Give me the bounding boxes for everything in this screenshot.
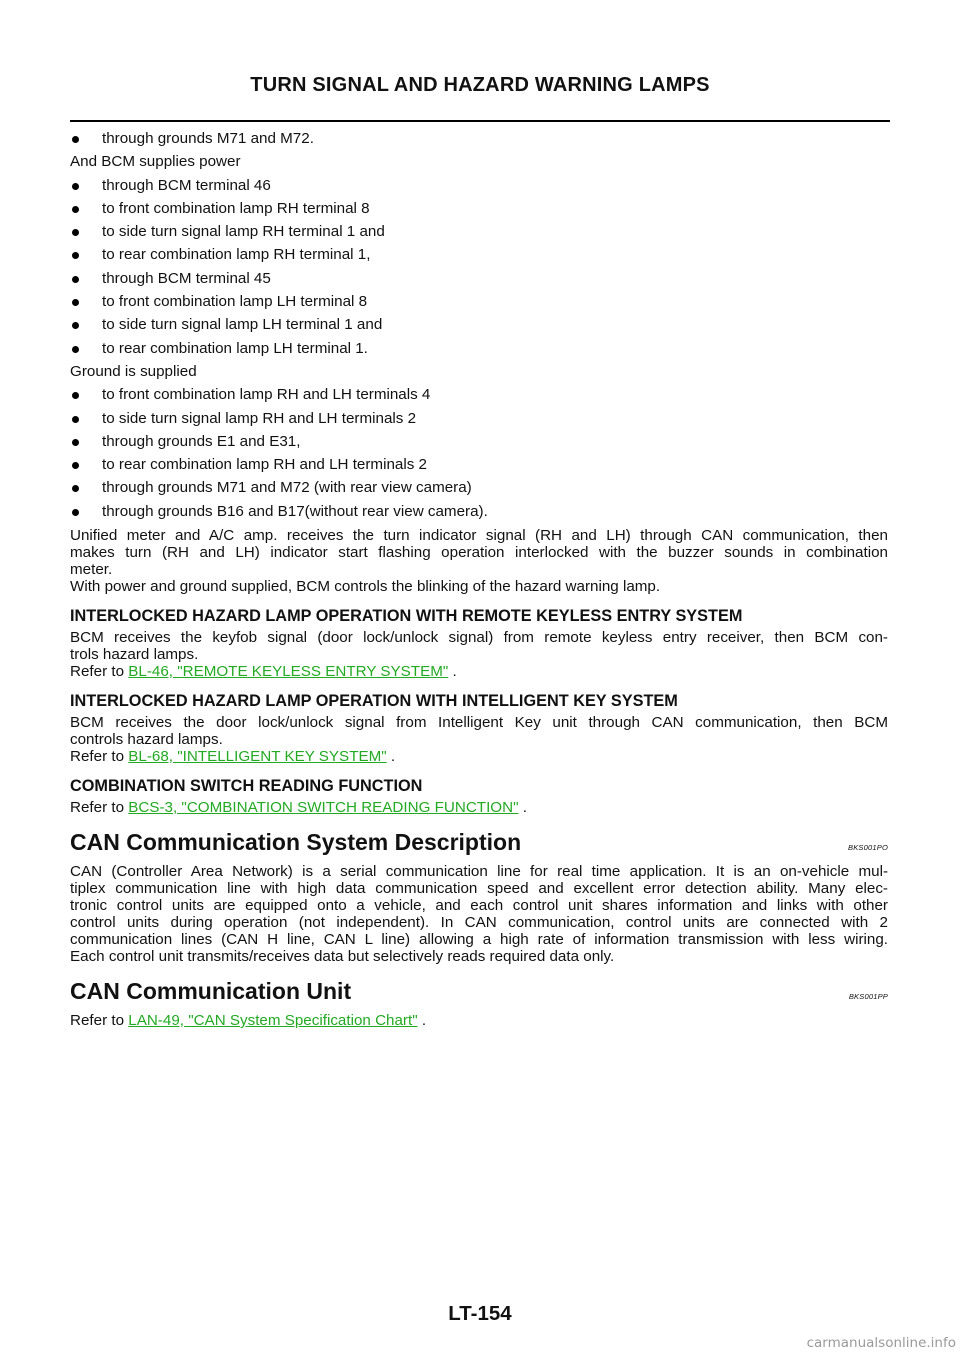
can-unit-reference: Refer to LAN-49, "CAN System Specificati… [70, 1012, 427, 1030]
combination-switch-paragraph: Refer to BCS-3, "COMBINATION SWITCH READ… [70, 799, 888, 816]
intelligent-key-paragraph: BCM receives the door lock/unlock signal… [70, 714, 888, 766]
page-content: through grounds M71 and M72. And BCM sup… [70, 127, 888, 1029]
bullet-icon [72, 275, 79, 283]
list-item: through grounds M71 and M72 (with rear v… [70, 476, 888, 499]
ground-intro: Ground is supplied [70, 362, 197, 380]
intelligent-key-reference: Refer to BL-68, "INTELLIGENT KEY SYSTEM"… [70, 748, 396, 766]
page-number: LT-154 [448, 1302, 512, 1325]
section-code: BKS001PP [848, 992, 888, 1002]
list-item: through grounds B16 and B17(without rear… [70, 500, 888, 523]
list-item: to rear combination lamp LH terminal 1. [70, 337, 888, 360]
bullet-icon [72, 415, 79, 423]
watermark: carmanualsonline.info [806, 1335, 956, 1351]
power-intro: And BCM supplies power [70, 153, 241, 171]
list-item: through BCM terminal 45 [70, 267, 888, 290]
bullet-icon [72, 508, 79, 516]
bullet-icon [72, 322, 79, 330]
list-item: to side turn signal lamp RH and LH termi… [70, 407, 888, 430]
intelligent-key-reference-link[interactable]: BL-68, "INTELLIGENT KEY SYSTEM" [128, 748, 387, 766]
bullet-icon [72, 438, 79, 446]
can-description-paragraph: CAN (Controller Area Network) is a seria… [70, 863, 888, 966]
list-item: to front combination lamp RH terminal 8 [70, 197, 888, 220]
bullet-icon [72, 299, 79, 307]
section-heading-combination-switch: COMBINATION SWITCH READING FUNCTION [70, 777, 423, 796]
list-item: through BCM terminal 46 [70, 174, 888, 197]
list-item: to side turn signal lamp LH terminal 1 a… [70, 313, 888, 336]
bullet-icon [72, 485, 79, 493]
meter-paragraph: Unified meter and A/C amp. receives the … [70, 527, 888, 596]
combination-switch-reference-link[interactable]: BCS-3, "COMBINATION SWITCH READING FUNCT… [128, 799, 519, 817]
rke-paragraph: BCM receives the keyfob signal (door loc… [70, 629, 888, 681]
list-item: through grounds E1 and E31, [70, 430, 888, 453]
section-heading-can-unit: CAN Communication Unit [70, 978, 352, 1005]
list-item: through grounds M71 and M72. [70, 127, 888, 150]
bullet-icon [72, 345, 79, 353]
list-item: to front combination lamp RH and LH term… [70, 383, 888, 406]
section-header-can-description: CAN Communication System Description BKS… [70, 825, 888, 859]
bullet-icon [72, 252, 79, 260]
section-heading-intelligent-key: INTERLOCKED HAZARD LAMP OPERATION WITH I… [70, 692, 678, 711]
section-header-can-unit: CAN Communication Unit BKS001PP [70, 974, 888, 1008]
list-item: to rear combination lamp RH and LH termi… [70, 453, 888, 476]
bullet-icon [72, 229, 79, 237]
page-title: TURN SIGNAL AND HAZARD WARNING LAMPS [250, 74, 710, 96]
can-unit-paragraph: Refer to LAN-49, "CAN System Specificati… [70, 1012, 888, 1029]
list-item: to side turn signal lamp RH terminal 1 a… [70, 220, 888, 243]
header-rule [70, 120, 890, 122]
section-heading-can-description: CAN Communication System Description [70, 829, 522, 856]
rke-reference-link[interactable]: BL-46, "REMOTE KEYLESS ENTRY SYSTEM" [128, 663, 449, 681]
combination-switch-reference: Refer to BCS-3, "COMBINATION SWITCH READ… [70, 799, 527, 817]
bullet-icon [72, 392, 79, 400]
bullet-icon [72, 182, 79, 190]
list-item: to front combination lamp LH terminal 8 [70, 290, 888, 313]
bullet-icon [72, 136, 79, 143]
bullet-icon [72, 205, 79, 213]
list-item: to rear combination lamp RH terminal 1, [70, 243, 888, 266]
bcm-paragraph: With power and ground supplied, BCM cont… [70, 578, 661, 596]
section-heading-rke: INTERLOCKED HAZARD LAMP OPERATION WITH R… [70, 607, 743, 626]
section-code: BKS001PO [848, 843, 888, 853]
rke-reference: Refer to BL-46, "REMOTE KEYLESS ENTRY SY… [70, 663, 457, 681]
bullet-icon [72, 462, 79, 470]
can-unit-reference-link[interactable]: LAN-49, "CAN System Specification Chart" [128, 1012, 418, 1030]
